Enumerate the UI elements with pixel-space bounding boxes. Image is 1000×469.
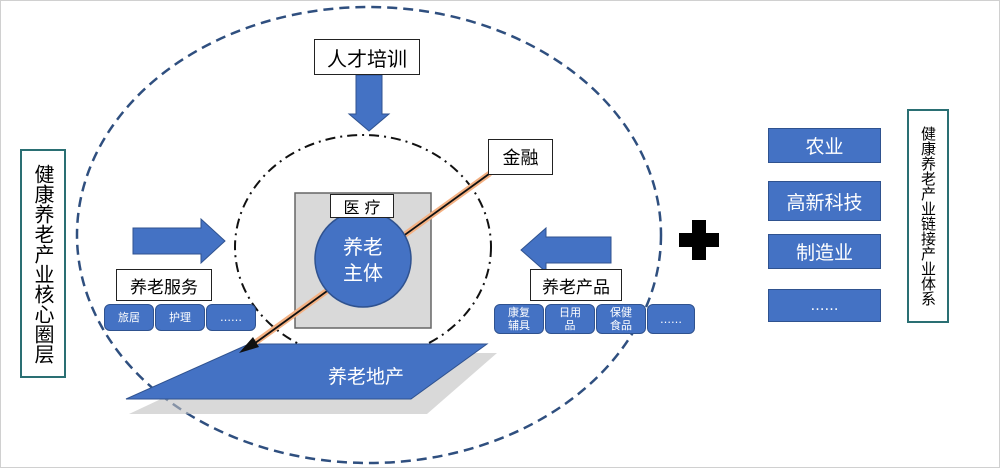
product-item-daily-goods: 日用 品 — [545, 304, 595, 334]
inner-dashdot-circle — [234, 134, 492, 360]
finance-arrowhead — [239, 337, 259, 353]
product-arrow — [520, 226, 612, 274]
elderly-service-label: 养老服务 — [116, 269, 212, 301]
training-arrow — [347, 74, 391, 132]
product-item-rehab-aids: 康复 辅具 — [494, 304, 544, 334]
service-item-sojourn: 旅居 — [104, 304, 154, 331]
outer-dashed-ellipse — [75, 5, 663, 465]
product-item-rehab-aids-line1: 康复 — [508, 306, 530, 319]
linked-industries-title: 健康养老产业链接产业体系 — [907, 109, 949, 323]
product-item-daily-goods-line1: 日用 — [559, 306, 581, 319]
product-item-health-food-line2: 食品 — [610, 319, 632, 332]
product-item-more: …… — [647, 304, 695, 334]
industry-manufacturing: 制造业 — [768, 234, 881, 269]
product-item-health-food-line1: 保健 — [610, 306, 632, 319]
finance-label: 金融 — [488, 139, 553, 175]
core-label-line2: 主体 — [343, 261, 383, 285]
elderly-product-label: 养老产品 — [530, 269, 622, 301]
service-item-nursing: 护理 — [155, 304, 205, 331]
talent-training-label: 人才培训 — [314, 39, 420, 75]
service-item-more: …… — [206, 304, 256, 331]
core-circle-title: 健康养老产业核心圈层 — [20, 149, 66, 378]
core-label-line1: 养老 — [343, 235, 383, 259]
product-item-rehab-aids-line2: 辅具 — [508, 319, 530, 332]
product-item-health-food: 保健 食品 — [596, 304, 646, 334]
industry-high-tech: 高新科技 — [768, 181, 881, 221]
medical-label: 医 疗 — [330, 194, 394, 218]
service-arrow — [132, 217, 226, 265]
product-item-daily-goods-line2: 品 — [564, 319, 576, 332]
industry-agriculture: 农业 — [768, 128, 881, 163]
real-estate-label: 养老地产 — [327, 366, 404, 388]
industry-more: …… — [768, 289, 881, 322]
real-estate-shape — [125, 343, 489, 400]
plus-icon — [679, 220, 719, 260]
core-subject-label: 养老 主体 — [315, 234, 411, 286]
product-item-more-line1: …… — [660, 312, 682, 326]
